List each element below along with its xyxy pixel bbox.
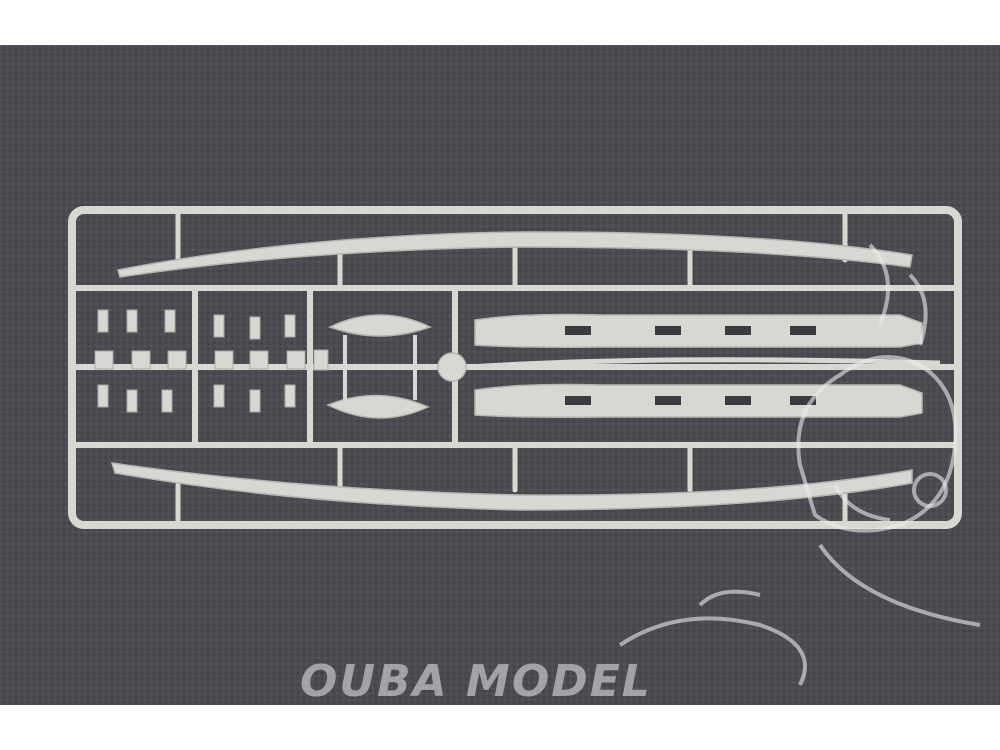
oval-parts (326, 314, 467, 419)
sprue-drawing (0, 45, 1000, 705)
long-curved-parts (110, 231, 913, 511)
watermark-text: OUBA MODEL (300, 656, 652, 707)
background-surface (0, 45, 1000, 705)
sprue-photo (0, 45, 1000, 705)
small-parts (94, 309, 329, 413)
watermark-cartoon-logo (618, 243, 981, 686)
frame-rails (469, 313, 941, 418)
sprue-frame (68, 206, 962, 529)
